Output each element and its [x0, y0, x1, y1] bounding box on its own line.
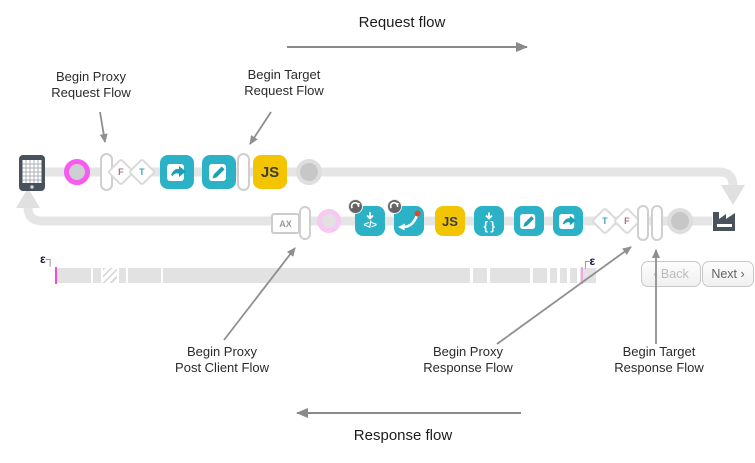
label-begin-target-response-flow: Begin Target Response Flow	[614, 344, 704, 376]
epsilon-marker-right: ┌ε	[581, 255, 595, 267]
epsilon-glyph: ε	[40, 252, 46, 266]
timeline-segment	[56, 268, 91, 283]
bracket-glyph: ┌	[581, 254, 590, 268]
epsilon-glyph: ε	[589, 254, 596, 268]
timeline-segment	[490, 268, 530, 283]
label-begin-target-request-flow: Begin Target Request Flow	[244, 67, 323, 99]
back-button[interactable]: ‹ Back	[641, 261, 701, 287]
assign-message-policy-icon[interactable]	[514, 206, 544, 236]
assign-message-policy-icon[interactable]	[202, 155, 236, 189]
analytics-box[interactable]: AX	[271, 213, 300, 234]
label-line: Begin Target	[622, 344, 696, 359]
braces-glyph: { }	[483, 218, 495, 233]
timeline-segment	[570, 268, 577, 283]
request-flow-title: Request flow	[358, 14, 446, 31]
label-begin-proxy-post-client-flow: Begin Proxy Post Client Flow	[175, 344, 269, 376]
timeline-end-tick	[581, 267, 583, 284]
response-flow-title: Response flow	[353, 427, 453, 444]
label-begin-proxy-response-flow: Begin Proxy Response Flow	[423, 344, 513, 376]
condition-true-label: T	[139, 167, 145, 177]
bracket-glyph: ┐	[45, 252, 55, 266]
response-start-circle[interactable]	[317, 209, 341, 233]
javascript-label: JS	[260, 163, 280, 181]
analytics-label: AX	[279, 218, 292, 229]
target-request-flow-divider[interactable]	[237, 153, 250, 191]
javascript-label: JS	[442, 213, 458, 229]
target-response-flow-divider[interactable]	[651, 205, 663, 241]
label-line: Response Flow	[614, 360, 704, 375]
timeline-segment	[473, 268, 487, 283]
proxy-request-start-circle[interactable]	[64, 159, 90, 185]
timeline-segment-hatched	[103, 268, 117, 283]
condition-false-label: F	[624, 216, 630, 226]
callout-policy-icon[interactable]	[553, 206, 583, 236]
down-arrow-icon	[485, 212, 493, 220]
javascript-policy-icon[interactable]: JS	[253, 155, 287, 189]
label-begin-proxy-request-flow: Begin Proxy Request Flow	[51, 69, 130, 101]
timeline-segment	[533, 268, 547, 283]
condition-true-label: T	[602, 216, 608, 226]
label-line: Response Flow	[423, 360, 513, 375]
request-segment-end-circle[interactable]	[296, 159, 322, 185]
label-line: Begin Proxy	[55, 69, 127, 84]
timeline-segment	[560, 268, 567, 283]
loop-badge-icon	[387, 199, 402, 214]
backend-factory-icon[interactable]	[709, 205, 741, 238]
condition-false-label: F	[118, 167, 124, 177]
timeline-bar	[55, 267, 597, 284]
response-segment-end-circle[interactable]	[667, 208, 693, 234]
proxy-post-client-flow-divider[interactable]	[299, 206, 311, 240]
client-phone-icon[interactable]	[18, 154, 46, 197]
timeline-segment	[93, 268, 101, 283]
label-line: Post Client Flow	[175, 360, 269, 375]
label-line: Begin Target	[247, 67, 321, 82]
label-line: Request Flow	[51, 85, 131, 100]
response-flow-up-arrow	[16, 188, 40, 208]
javascript-policy-icon[interactable]: JS	[435, 206, 465, 236]
request-flow-down-arrow	[721, 185, 745, 205]
down-arrow-icon	[366, 212, 374, 220]
extract-variables-policy-icon[interactable]: { }	[474, 206, 504, 236]
timeline-segment	[163, 268, 470, 283]
timeline-segment	[128, 268, 161, 283]
timeline-segment	[119, 268, 126, 283]
next-button[interactable]: Next ›	[702, 261, 754, 287]
timeline-segment	[550, 268, 557, 283]
callout-policy-icon[interactable]	[160, 155, 194, 189]
label-line: Begin Proxy	[432, 344, 504, 359]
label-line: Request Flow	[244, 83, 324, 98]
label-line: Begin Proxy	[186, 344, 258, 359]
code-glyph: </>	[363, 220, 377, 231]
epsilon-marker-left: ε┐	[40, 253, 54, 265]
loop-badge-icon	[348, 199, 363, 214]
timeline-start-tick	[55, 267, 57, 284]
proxy-response-flow-divider[interactable]	[637, 205, 649, 241]
